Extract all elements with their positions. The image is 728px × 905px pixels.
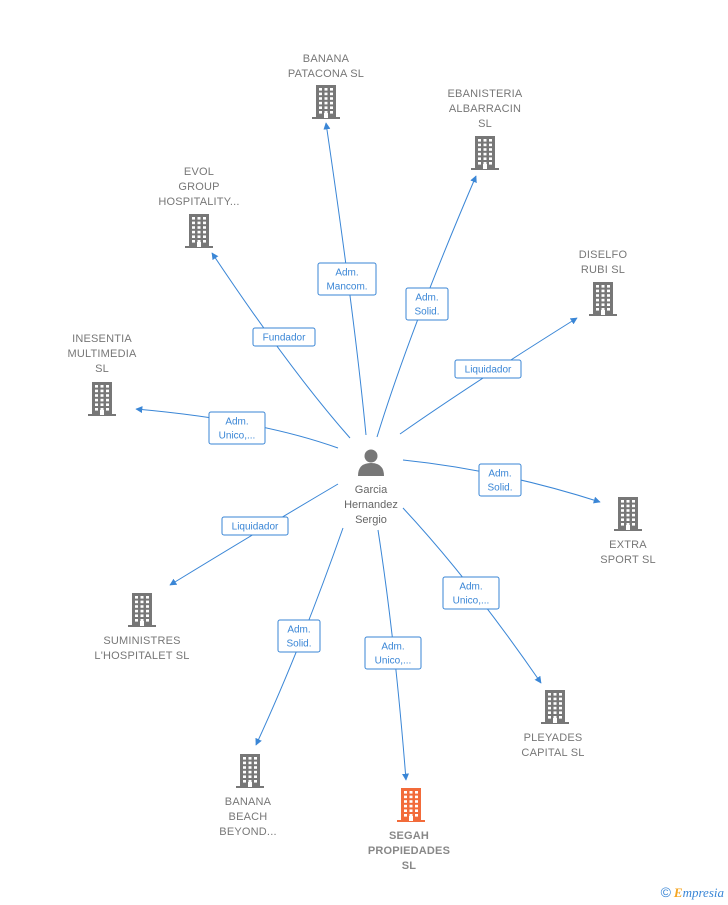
building-icon [471,136,499,170]
company-label: DISELFO [579,249,628,261]
person-name: Hernandez [344,499,398,511]
company-label: SEGAH [389,830,429,842]
company-node-pleyades[interactable]: PLEYADES CAPITAL SL [521,690,584,759]
edge-line [399,317,578,435]
edge-label-text: Unico,... [375,656,412,667]
company-label: SL [95,363,109,375]
edge-label-text: Liquidador [465,365,512,376]
company-label: SL [478,118,492,130]
building-icon [614,497,642,531]
edge-label-text: Solid. [414,307,439,318]
edge-label-box[interactable] [221,516,289,536]
edge-diselfo: Liquidador [399,317,578,435]
building-icon [397,788,425,822]
person-name: Sergio [355,514,387,526]
edge-label-text: Adm. [335,268,358,279]
edge-evol: Fundador [211,252,351,439]
company-label: HOSPITALITY... [158,196,239,208]
edge-label-text: Fundador [263,333,306,344]
edge-label-box[interactable] [252,327,316,347]
edge-line [211,252,351,439]
company-label: PLEYADES [524,732,583,744]
company-node-ebanisteria[interactable]: EBANISTERIA ALBARRACIN SL [448,88,523,170]
edge-ebanisteria: Adm. Solid. [376,175,477,438]
edge-banana-beach: Adm. Solid. [255,527,344,746]
company-label: SUMINISTRES [103,635,180,647]
company-node-segah[interactable]: SEGAH PROPIEDADES SL [368,788,450,872]
edge-label-box[interactable] [277,619,321,653]
edge-extra-sport: Adm. Solid. [402,459,601,504]
edge-label-text: Adm. [415,293,438,304]
company-node-diselfo[interactable]: DISELFO RUBI SL [579,249,628,316]
building-icon [312,85,340,119]
company-label: EVOL [184,166,214,178]
building-icon [88,382,116,416]
building-icon [185,214,213,248]
edge-label-text: Liquidador [232,522,279,533]
edge-label-box[interactable] [364,636,422,670]
edge-label-text: Adm. [488,469,511,480]
company-label: CAPITAL SL [521,747,584,759]
edge-label-text: Adm. [287,625,310,636]
company-node-evol[interactable]: EVOL GROUP HOSPITALITY... [158,166,239,248]
company-label: MULTIMEDIA [67,348,136,360]
company-label: ALBARRACIN [449,103,521,115]
edge-banana-patacona: Adm. Mancom. [317,122,377,436]
company-label: SL [402,860,417,872]
edge-label-box[interactable] [208,411,266,445]
person-name: Garcia [355,484,388,496]
company-node-inesentia[interactable]: INESENTIA MULTIMEDIA SL [67,333,137,416]
edge-label-box[interactable] [454,359,522,379]
company-label: RUBI SL [581,264,625,276]
company-label: SPORT SL [600,554,656,566]
company-label: BEYOND... [219,826,276,838]
company-label: BANANA [303,53,350,65]
edge-label-box[interactable] [442,576,500,610]
edge-label-box[interactable] [478,463,522,497]
edge-label-text: Adm. [381,642,404,653]
brand-footer: ©Empresia [661,884,724,901]
company-label: BEACH [229,811,268,823]
nodes-layer: BANANA PATACONA SL EBANISTERIA ALBARRACIN SL… [67,53,655,872]
company-label: PATACONA SL [288,68,364,80]
edge-label-text: Adm. [225,417,248,428]
edge-line [323,122,367,436]
edge-segah: Adm. Unico,... [364,529,422,781]
edge-label-box[interactable] [405,287,449,321]
edge-label-text: Solid. [286,639,311,650]
edge-label-text: Unico,... [453,596,490,607]
company-label: INESENTIA [72,333,132,345]
company-node-banana-beach[interactable]: BANANA BEACH BEYOND... [219,754,277,838]
edge-label-text: Mancom. [326,282,367,293]
company-label: EBANISTERIA [448,88,523,100]
building-icon [541,690,569,724]
building-icon [589,282,617,316]
copyright-icon: © [660,884,671,900]
company-label: PROPIEDADES [368,845,450,857]
company-label: GROUP [178,181,219,193]
company-node-extra-sport[interactable]: EXTRA SPORT SL [600,497,656,566]
edge-pleyades: Adm. Unico,... [402,507,542,684]
company-label: L'HOSPITALET SL [94,650,189,662]
edge-label-text: Solid. [487,483,512,494]
edge-label-box[interactable] [317,262,377,296]
edge-label-text: Adm. [459,582,482,593]
edge-suministres: Liquidador [169,483,339,586]
edge-inesentia: Adm. Unico,... [135,406,339,449]
person-icon [358,449,384,476]
company-label: EXTRA [609,539,647,551]
edges-layer: Adm.Mancom.Adm.Solid.FundadorLiquidadorA… [135,122,601,781]
company-node-banana-patacona[interactable]: BANANA PATACONA SL [288,53,364,119]
brand-initial: E [673,885,683,900]
building-icon [236,754,264,788]
company-node-suministres[interactable]: SUMINISTRES L'HOSPITALET SL [94,593,189,662]
company-label: BANANA [225,796,272,808]
brand-name: mpresia [682,885,724,900]
edge-label-text: Unico,... [219,431,256,442]
building-icon [128,593,156,627]
